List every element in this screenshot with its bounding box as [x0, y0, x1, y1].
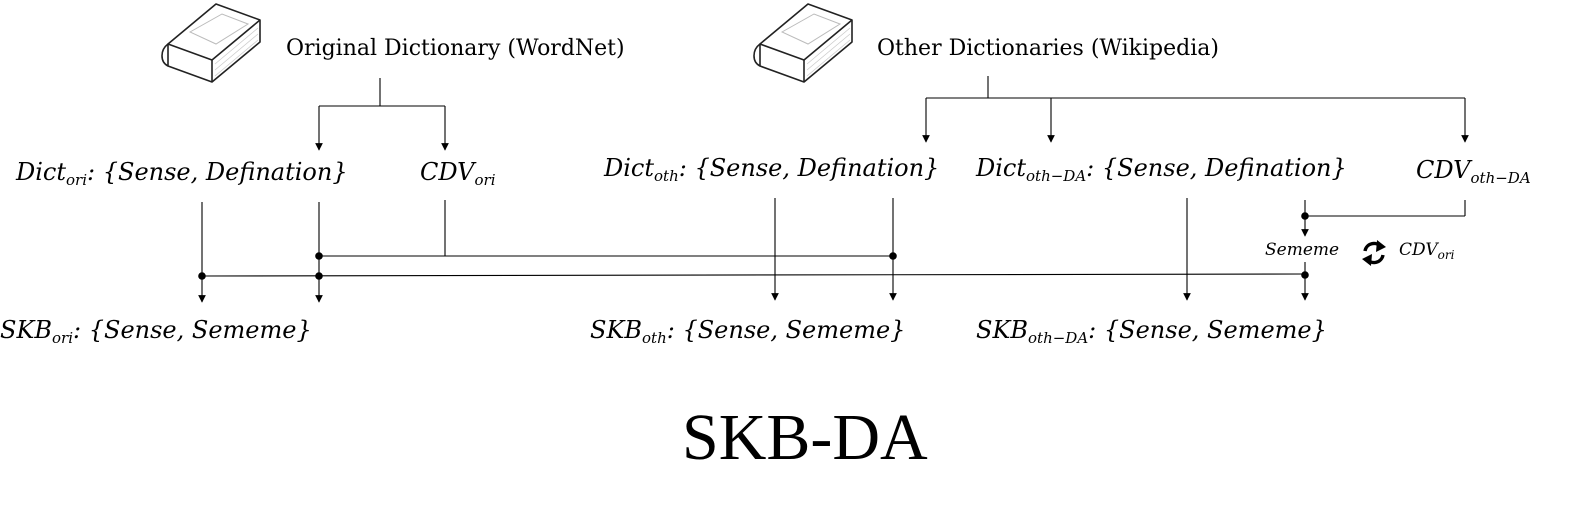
- skb-oth-term: SKBoth: {Sense, Sememe}: [590, 316, 906, 347]
- dict-ori-term: Dictori: {Sense, Defination}: [16, 158, 348, 189]
- book-icon: [753, 3, 853, 83]
- diagram-title: SKB-DA: [682, 401, 928, 474]
- skb-ori-term: SKBori: {Sense, Sememe}: [0, 316, 312, 347]
- original-dictionary-label: Original Dictionary (WordNet): [286, 36, 625, 61]
- cdv-ori-term: CDVori: [420, 158, 496, 189]
- dict-oth-da-term: Dictoth−DA: {Sense, Defination}: [976, 154, 1347, 185]
- sememe-label: Sememe: [1265, 240, 1340, 260]
- cdv-ori-small-term: CDVori: [1399, 240, 1455, 262]
- dict-oth-term: Dictoth: {Sense, Defination}: [604, 154, 940, 185]
- book-icon: [161, 3, 261, 83]
- refresh-icon: [1362, 240, 1386, 266]
- cdv-oth-da-term: CDVoth−DA: [1416, 156, 1531, 187]
- skb-oth-da-term: SKBoth−DA: {Sense, Sememe}: [976, 316, 1327, 347]
- other-dictionaries-label: Other Dictionaries (Wikipedia): [877, 36, 1219, 61]
